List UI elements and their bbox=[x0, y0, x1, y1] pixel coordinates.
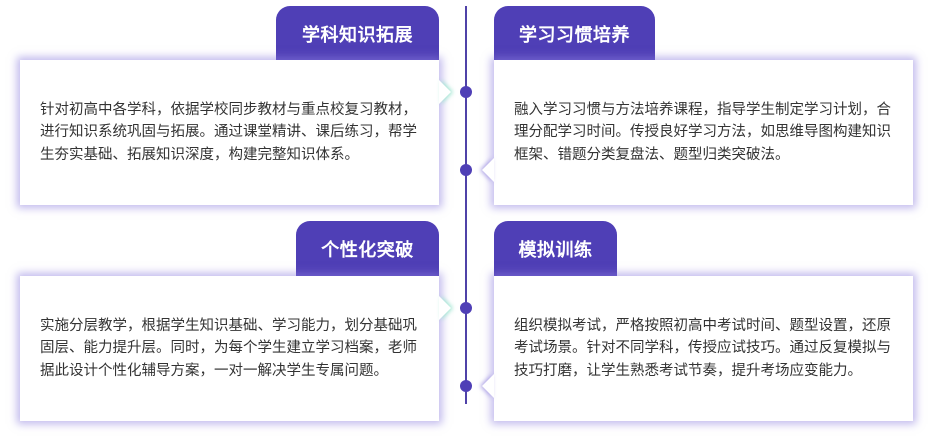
timeline-dot bbox=[460, 164, 472, 176]
section-card: 组织模拟考试，严格按照初高中考试时间、题型设置，还原考试场景。针对不同学科，传授… bbox=[494, 276, 913, 421]
section-card: 实施分层教学，根据学生知识基础、学习能力，划分基础巩固层、能力提升层。同时，为每… bbox=[20, 276, 439, 421]
section-title: 模拟训练 bbox=[518, 240, 593, 261]
section-title-tab: 学科知识拓展 bbox=[276, 6, 439, 62]
card-pointer bbox=[439, 80, 451, 104]
card-pointer bbox=[482, 374, 494, 398]
section-description: 融入学习习惯与方法培养课程，指导学生制定学习计划，合理分配学习时间。传授良好学习… bbox=[514, 101, 891, 163]
card-pointer bbox=[482, 158, 494, 182]
section-card: 融入学习习惯与方法培养课程，指导学生制定学习计划，合理分配学习时间。传授良好学习… bbox=[494, 60, 913, 205]
timeline-dot bbox=[460, 302, 472, 314]
section-card: 针对初高中各学科，依据学校同步教材与重点校复习教材，进行知识系统巩固与拓展。通过… bbox=[20, 60, 439, 205]
section-title: 个性化突破 bbox=[321, 240, 414, 261]
section-description: 组织模拟考试，严格按照初高中考试时间、题型设置，还原考试场景。针对不同学科，传授… bbox=[514, 317, 891, 379]
section-title: 学习习惯培养 bbox=[519, 25, 630, 46]
timeline-line bbox=[465, 6, 467, 404]
section-title: 学科知识拓展 bbox=[302, 25, 413, 46]
section-title-tab: 学习习惯培养 bbox=[494, 6, 655, 62]
timeline-dot bbox=[460, 86, 472, 98]
card-pointer bbox=[439, 296, 451, 320]
section-description: 针对初高中各学科，依据学校同步教材与重点校复习教材，进行知识系统巩固与拓展。通过… bbox=[40, 101, 417, 163]
timeline-dot bbox=[460, 380, 472, 392]
section-title-tab: 模拟训练 bbox=[494, 221, 617, 277]
section-description: 实施分层教学，根据学生知识基础、学习能力，划分基础巩固层、能力提升层。同时，为每… bbox=[40, 317, 417, 379]
section-title-tab: 个性化突破 bbox=[296, 221, 439, 277]
